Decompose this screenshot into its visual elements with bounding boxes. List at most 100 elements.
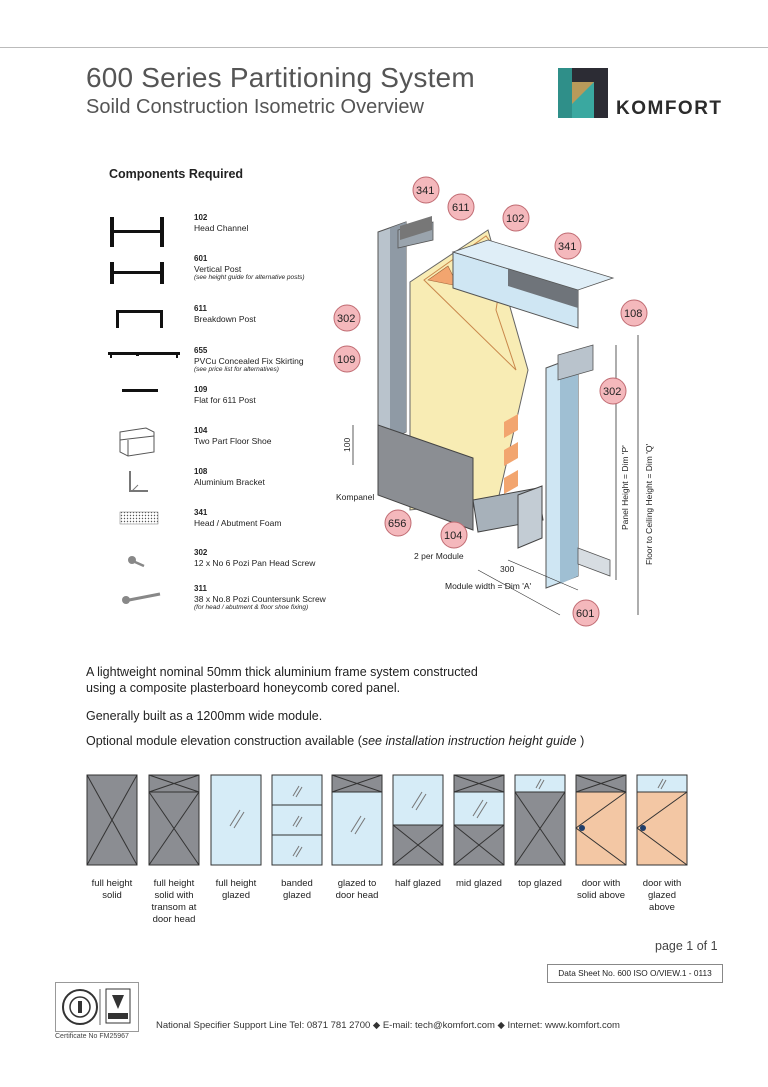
component-104: 104 Two Part Floor Shoe — [108, 426, 348, 466]
elevation-half-glazed: half glazed — [392, 774, 444, 889]
component-note: (for head / abutment & floor shoe fixing… — [194, 604, 309, 611]
component-name: 38 x No.8 Pozi Countersunk Screw — [194, 594, 326, 604]
component-name: Breakdown Post — [194, 314, 256, 324]
component-655: 655 PVCu Concealed Fix Skirting (see pri… — [108, 346, 348, 386]
component-611: 611 Breakdown Post — [108, 304, 348, 344]
top-rule — [0, 47, 768, 48]
svg-text:104: 104 — [444, 530, 462, 542]
svg-text:102: 102 — [506, 213, 524, 225]
callout-302-a: 302 — [333, 304, 361, 332]
component-number: 601 — [194, 254, 208, 263]
svg-text:302: 302 — [337, 313, 355, 325]
brand-name: KOMFORT — [616, 98, 723, 119]
component-name: Flat for 611 Post — [194, 395, 256, 405]
elevation-top-glazed: top glazed — [514, 774, 566, 889]
component-number: 311 — [194, 584, 207, 593]
dim-100-label: 100 — [342, 438, 352, 452]
callout-611: 611 — [447, 193, 475, 221]
component-341: 341 Head / Abutment Foam — [108, 508, 348, 548]
svg-text:109: 109 — [337, 354, 355, 366]
komfort-logo: KOMFORT — [558, 68, 728, 122]
svg-text:341: 341 — [416, 185, 434, 197]
elevation-banded-glazed-icon — [271, 774, 323, 866]
component-302: 302 12 x No 6 Pozi Pan Head Screw — [108, 548, 348, 588]
floor-shoe-icon — [119, 427, 155, 457]
svg-text:656: 656 — [388, 518, 406, 530]
bracket-icon — [129, 471, 148, 492]
component-108: 108 Aluminium Bracket — [108, 467, 348, 507]
callout-341-a: 341 — [412, 176, 440, 204]
component-number: 611 — [194, 304, 207, 313]
component-601: 601 Vertical Post (see height guide for … — [108, 254, 348, 294]
component-number: 109 — [194, 385, 208, 394]
elevation-label: mid glazed — [456, 878, 502, 889]
dim-300-label: 300 — [500, 564, 514, 574]
page-number: page 1 of 1 — [655, 939, 718, 953]
component-number: 102 — [194, 213, 208, 222]
certification-seal-icon — [62, 988, 131, 1025]
component-number: 108 — [194, 467, 208, 476]
component-311: 311 38 x No.8 Pozi Countersunk Screw (fo… — [108, 584, 348, 624]
options-close: ) — [576, 734, 585, 748]
kompanel-label: Kompanel — [336, 492, 374, 502]
svg-text:341: 341 — [558, 241, 576, 253]
footer-contact: National Specifier Support Line Tel: 087… — [156, 1020, 620, 1031]
svg-text:302: 302 — [603, 386, 621, 398]
elevation-label: half glazed — [395, 878, 441, 889]
floor-ceiling-label: Floor to Ceiling Height = Dim 'Q' — [644, 444, 654, 565]
certification-logos — [55, 982, 139, 1032]
pan-screw-icon — [128, 556, 145, 568]
foam-icon — [119, 511, 159, 525]
elevation-glazed-to-door-head-icon — [331, 774, 383, 866]
callout-341-b: 341 — [554, 232, 582, 260]
description-line-2: using a composite plasterboard honeycomb… — [86, 681, 401, 695]
options-text: Optional module elevation construction a… — [86, 734, 362, 748]
svg-text:611: 611 — [452, 202, 470, 214]
component-name: Head Channel — [194, 223, 249, 233]
component-note: (see height guide for alternative posts) — [194, 274, 305, 281]
height-guide-link[interactable]: see installation instruction height guid… — [361, 734, 577, 748]
component-note: (see price list for alternatives) — [194, 366, 279, 373]
elevation-mid-glazed-icon — [453, 774, 505, 866]
certificate-number: Certificate No FM25967 — [55, 1033, 129, 1040]
callout-102: 102 — [502, 204, 530, 232]
page-subtitle: Soild Construction Isometric Overview — [86, 96, 424, 118]
elevation-full-height-glazed-icon — [210, 774, 262, 866]
callout-109: 109 — [333, 345, 361, 373]
datasheet-number: Data Sheet No. 600 ISO O/VIEW.1 - 0113 — [547, 964, 723, 983]
callout-104: 104 — [440, 521, 468, 549]
module-width-label: Module width = Dim 'A' — [445, 581, 532, 591]
component-name: Head / Abutment Foam — [194, 518, 282, 528]
isometric-diagram: 341 611 102 341 302 108 109 302 656 104 … — [333, 176, 654, 627]
component-number: 104 — [194, 426, 208, 435]
elevation-half-glazed-icon — [392, 774, 444, 866]
elevation-mid-glazed: mid glazed — [453, 774, 505, 889]
page-title: 600 Series Partitioning System — [86, 62, 475, 93]
elevation-top-glazed-icon — [514, 774, 566, 866]
vertical-post-icon — [110, 262, 164, 284]
callout-656: 656 — [384, 509, 412, 537]
panel-height-label: Panel Height = Dim 'P' — [620, 445, 630, 530]
component-109: 109 Flat for 611 Post — [108, 385, 348, 425]
components-title: Components Required — [109, 167, 244, 181]
countersunk-screw-icon — [122, 592, 161, 604]
komfort-logo-mark-icon — [558, 68, 608, 118]
elevation-solid-transom-icon — [148, 774, 200, 866]
svg-text:601: 601 — [576, 608, 594, 620]
elevation-label: top glazed — [518, 878, 562, 889]
flat-bar-icon — [122, 389, 158, 392]
description-options: Optional module elevation construction a… — [86, 733, 584, 749]
svg-text:108: 108 — [624, 308, 642, 320]
